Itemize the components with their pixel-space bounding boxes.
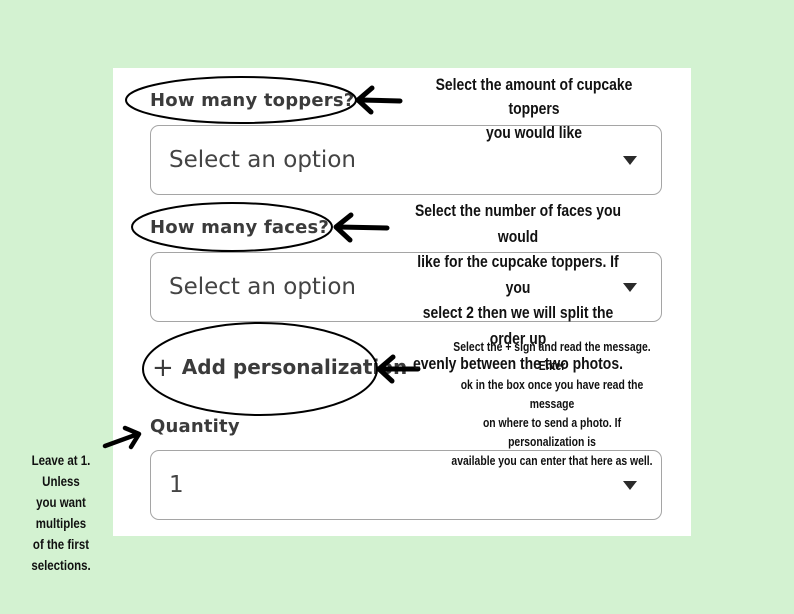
faces-note: Select the number of faces you would lik… [413, 201, 623, 373]
faces-arrow-icon [333, 212, 390, 243]
chevron-down-icon [623, 156, 637, 165]
toppers-note: Select the amount of cupcake toppers you… [435, 75, 633, 142]
quantity-note: Leave at 1. Unless you want multiples of… [31, 452, 91, 573]
quantity-arrow-icon [102, 425, 142, 450]
toppers-select-value: Select an option [169, 147, 356, 173]
personalization-highlight-oval [142, 322, 378, 416]
add-personalization-label: Add personalization [181, 355, 408, 379]
quantity-label: Quantity [150, 416, 240, 437]
add-personalization-button[interactable]: + Add personalization [152, 353, 407, 383]
plus-icon: + [152, 353, 174, 383]
toppers-select[interactable]: Select an option [150, 125, 662, 195]
chevron-down-icon [623, 283, 637, 292]
faces-select-value: Select an option [169, 274, 356, 300]
personalization-arrow-icon [376, 354, 421, 384]
toppers-label: How many toppers? [150, 90, 355, 111]
quantity-select[interactable]: 1 [150, 450, 662, 520]
faces-highlight-oval [131, 202, 333, 252]
chevron-down-icon [623, 481, 637, 490]
quantity-select-value: 1 [169, 472, 184, 498]
faces-select[interactable]: Select an option [150, 252, 662, 322]
faces-label: How many faces? [150, 217, 330, 238]
toppers-highlight-oval [125, 76, 357, 124]
personalization-note: Select the + sign and read the message. … [451, 339, 653, 468]
toppers-arrow-icon [355, 85, 403, 115]
